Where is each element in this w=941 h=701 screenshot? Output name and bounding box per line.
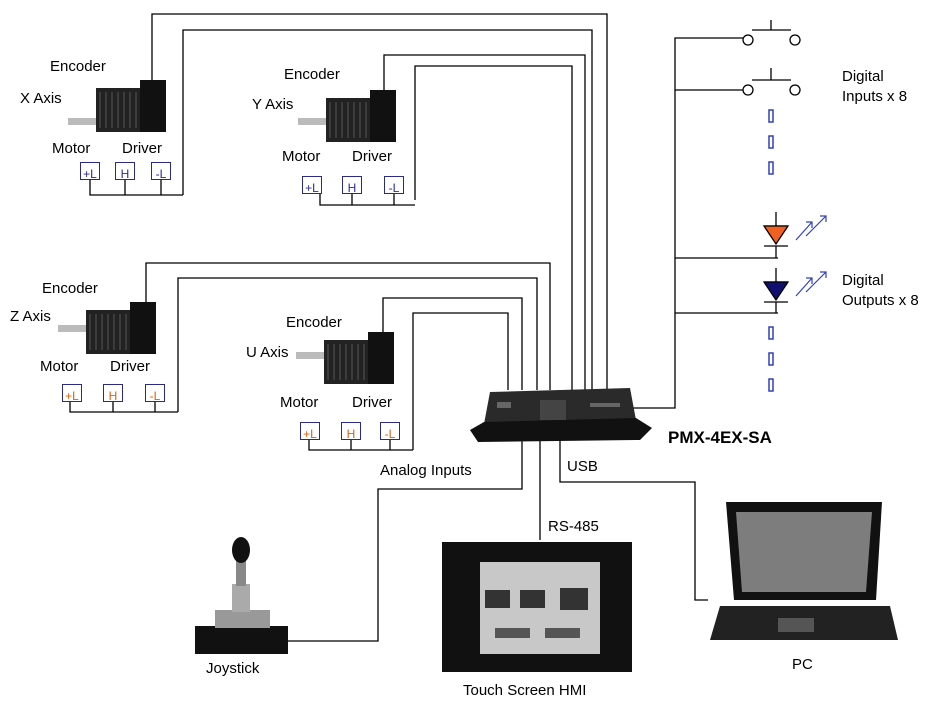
axis-label-z: Z Axis: [10, 308, 51, 325]
motor-label-x: Motor: [52, 140, 91, 157]
pc-device: [710, 502, 898, 640]
limit-switch-minus: -L: [380, 422, 400, 441]
motor-u: [296, 332, 394, 384]
motor-label-z: Motor: [40, 358, 79, 375]
axis-label-x: X Axis: [20, 90, 62, 107]
limit-switch-plus: +L: [80, 162, 100, 181]
axis-label-u: U Axis: [246, 344, 289, 361]
hmi-label: Touch Screen HMI: [463, 682, 587, 699]
encoder-label-x: Encoder: [50, 58, 106, 75]
joystick-label: Joystick: [206, 660, 260, 677]
usb-label: USB: [567, 458, 598, 475]
controller-device: [470, 388, 652, 442]
analog-inputs-label: Analog Inputs: [380, 462, 472, 479]
home-switch: H: [342, 176, 362, 195]
hmi-device: [442, 542, 632, 672]
driver-label-x: Driver: [122, 140, 162, 157]
driver-label-u: Driver: [352, 394, 392, 411]
axis-label-y: Y Axis: [252, 96, 294, 113]
driver-label-y: Driver: [352, 148, 392, 165]
encoder-label-z: Encoder: [42, 280, 98, 297]
motor-x: [68, 80, 166, 132]
digital-outputs-label-1: Digital: [842, 272, 884, 289]
digital-inputs-label-1: Digital: [842, 68, 884, 85]
home-switch: H: [341, 422, 361, 441]
driver-label-z: Driver: [110, 358, 150, 375]
limit-switch-minus: -L: [151, 162, 171, 181]
motor-y: [298, 90, 396, 142]
home-switch: H: [103, 384, 123, 403]
encoder-label-y: Encoder: [284, 66, 340, 83]
motor-label-u: Motor: [280, 394, 319, 411]
rs485-label: RS-485: [548, 518, 599, 535]
limit-switch-minus: -L: [145, 384, 165, 403]
motor-label-y: Motor: [282, 148, 321, 165]
limit-switch-plus: +L: [62, 384, 82, 403]
home-switch: H: [115, 162, 135, 181]
digital-inputs-label-2: Inputs x 8: [842, 88, 908, 105]
limit-switch-plus: +L: [300, 422, 320, 441]
limit-switch-minus: -L: [384, 176, 404, 195]
joystick-device: [195, 537, 288, 654]
limit-switch-plus: +L: [302, 176, 322, 195]
motor-z: [58, 302, 156, 354]
pc-label: PC: [792, 656, 813, 673]
controller-name: PMX-4EX-SA: [668, 428, 772, 447]
encoder-label-u: Encoder: [286, 314, 342, 331]
digital-outputs-label-2: Outputs x 8: [842, 292, 919, 309]
